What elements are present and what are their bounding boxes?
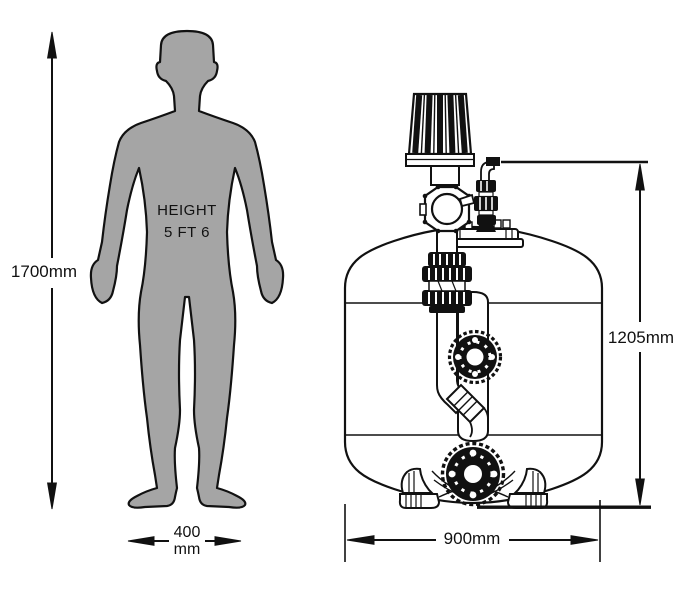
arrowhead-up-icon <box>635 163 645 191</box>
person-height-label-line1: HEIGHT <box>157 202 217 219</box>
pipe-union-upper <box>428 252 466 267</box>
person-outline <box>89 29 285 509</box>
person-silhouette <box>89 29 285 509</box>
dimension-label-400: 400 <box>173 524 201 541</box>
tank-height-dimension-arrow <box>501 160 648 506</box>
valve-tab <box>419 203 427 216</box>
dimension-label-1205mm: 1205mm <box>607 328 675 347</box>
multiport-valve-cap <box>405 92 475 186</box>
filter-tank <box>343 92 651 509</box>
person-height-dimension-arrow <box>47 31 57 510</box>
arrowhead-left-icon <box>127 536 155 546</box>
ball-valve <box>419 184 476 234</box>
tank-foot-left <box>398 467 470 509</box>
air-valve-spout-tip <box>486 157 500 166</box>
arrowhead-down-icon <box>47 482 57 510</box>
person-height-label-line2: 5 FT 6 <box>163 224 211 241</box>
dimension-label-1700mm: 1700mm <box>10 262 78 281</box>
air-release-valve <box>474 157 500 232</box>
pipe-union-bulkhead <box>422 266 472 313</box>
person-width-dimension-arrow <box>127 536 242 546</box>
pipe-elbow-assembly <box>436 373 489 438</box>
side-port-flange <box>447 329 503 385</box>
elbow-to-standpipe <box>469 407 489 438</box>
arrowhead-right-icon <box>570 535 599 545</box>
arrowhead-left-icon <box>346 535 375 545</box>
foot-pad <box>398 493 441 509</box>
lid-bolt <box>502 219 511 229</box>
dimension-label-400-unit: mm <box>173 541 201 558</box>
cap-collar <box>430 165 460 186</box>
dimension-label-900mm: 900mm <box>443 529 501 548</box>
valve-body <box>430 192 464 226</box>
arrowhead-right-icon <box>214 536 242 546</box>
tank-width-dimension-arrow <box>344 500 601 562</box>
arrowhead-up-icon <box>47 31 57 59</box>
bottom-drain-flange <box>440 441 506 507</box>
ground-line <box>477 505 651 509</box>
arrowhead-down-icon <box>635 478 645 506</box>
